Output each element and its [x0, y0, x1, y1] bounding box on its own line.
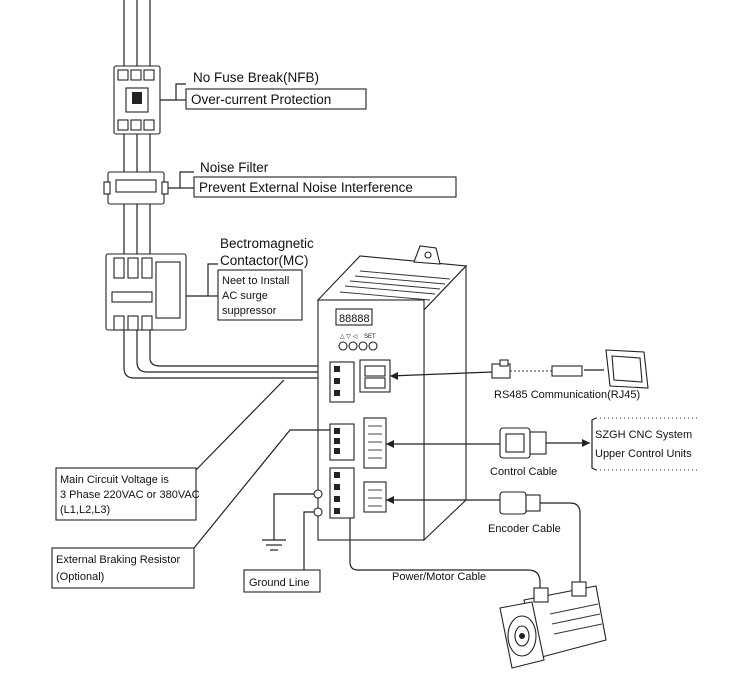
servo-motor-icon [499, 581, 607, 669]
control-cable-connector-icon [499, 427, 547, 459]
nfb-desc: Over-current Protection [191, 92, 331, 107]
nfb-title: No Fuse Break(NFB) [193, 70, 319, 85]
cnc-system-box [591, 417, 700, 471]
drive-set-label: SET [364, 334, 376, 340]
braking-note-line1: External Braking Resistor [56, 554, 180, 566]
ground-symbol-icon [262, 493, 314, 551]
rj45-plug-icon [491, 359, 583, 379]
contactor-title-line1: Bectromagnetic [220, 236, 314, 251]
braking-note-line2: (Optional) [56, 571, 104, 583]
encoder-cable-label: Encoder Cable [488, 523, 561, 535]
contactor-title-line2: Contactor(MC) [220, 253, 309, 268]
control-cable-label: Control Cable [490, 466, 557, 478]
rs485-label: RS485 Communication(RJ45) [494, 389, 640, 401]
encoder-cable-connector-icon [499, 491, 541, 515]
nfb-breaker-icon [113, 65, 161, 135]
cnc-system-line1: SZGH CNC System [595, 429, 692, 441]
cnc-system-line2: Upper Control Units [595, 448, 692, 460]
drive-panel-icons: △ ▽ ◁ [340, 334, 358, 340]
contactor-note-line3: suppressor [222, 305, 277, 317]
supply-wires [123, 0, 330, 379]
noise-filter-title: Noise Filter [200, 160, 269, 175]
voltage-note-line2: 3 Phase 220VAC or 380VAC [60, 489, 200, 501]
drive-display: 88888 [339, 313, 370, 325]
voltage-note-line3: (L1,L2,L3) [60, 504, 110, 516]
ground-line-label: Ground Line [249, 577, 310, 589]
contactor-icon [105, 253, 187, 331]
hmi-terminal-icon [605, 349, 649, 389]
servo-drive-icon: 88888 △ ▽ ◁ SET [313, 245, 468, 542]
voltage-note-line1: Main Circuit Voltage is [60, 474, 169, 486]
noise-filter-icon [103, 171, 169, 205]
noise-filter-desc: Prevent External Noise Interference [199, 180, 413, 195]
power-cable-label: Power/Motor Cable [392, 571, 486, 583]
contactor-note-line2: AC surge [222, 290, 268, 302]
contactor-note-line1: Neet to Install [222, 275, 289, 287]
